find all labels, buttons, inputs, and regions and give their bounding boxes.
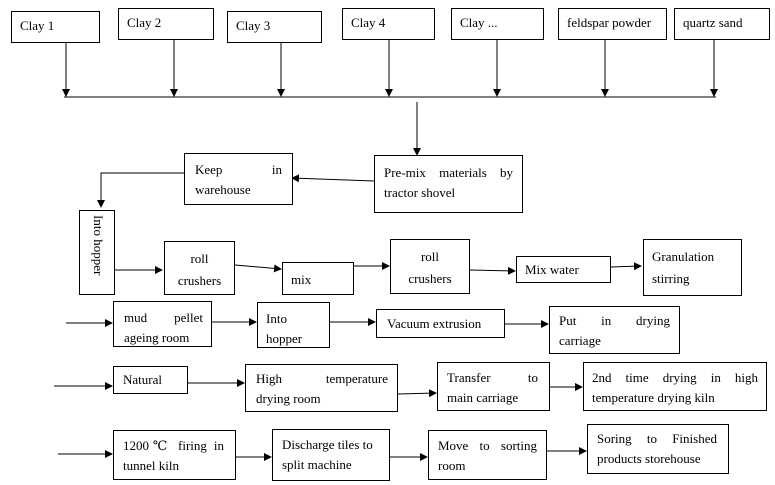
arrow-to-mix xyxy=(234,264,282,273)
step-vacuum-extrusion: Vacuum extrusion xyxy=(376,309,505,338)
step-transfer-line2: main carriage xyxy=(447,390,519,405)
step-drying-carriage-line1: Put in drying xyxy=(559,313,670,328)
step-second-drying-line2: temperature drying kiln xyxy=(592,390,715,405)
step-roll-crushers-2-line2: crushers xyxy=(408,271,452,286)
step-vacuum-extrusion-label: Vacuum extrusion xyxy=(387,316,482,331)
arrow-to-mixwater xyxy=(469,266,516,275)
step-mud-pellet-line1: mud pellet xyxy=(124,310,203,325)
arrow-to-warehouse xyxy=(291,174,375,183)
step-storehouse-line2: products storehouse xyxy=(597,451,701,466)
input-clay-2-label: Clay 2 xyxy=(127,15,162,30)
step-roll-crushers-1-line1: roll xyxy=(190,251,209,266)
input-quartz-sand-label: quartz sand xyxy=(683,15,743,30)
step-granulation-line1: Granulation xyxy=(652,249,715,264)
step-storehouse-line1: Soring to Finished xyxy=(597,431,717,446)
arrow-to-transfer xyxy=(397,389,437,398)
step-roll-crushers-1-line2: crushers xyxy=(177,273,222,288)
step-roll-crushers-2-line1: roll xyxy=(420,249,440,264)
input-clay-1: Clay 1 xyxy=(11,11,100,43)
step-drying-carriage: Put in drying carriage xyxy=(549,306,680,354)
input-feldspar-powder: feldspar powder xyxy=(558,8,667,40)
step-discharge-line1: Discharge tiles to xyxy=(282,437,373,452)
input-clay-more-label: Clay ... xyxy=(460,15,498,30)
step-sorting-line2: room xyxy=(438,458,466,473)
step-into-hopper-2-line2: hopper xyxy=(266,331,303,346)
step-mix-water-label: Mix water xyxy=(525,262,579,277)
step-high-temp-drying: High temperature drying room xyxy=(245,364,398,412)
arrow-to-hopper xyxy=(97,172,184,208)
step-mix-label: mix xyxy=(291,272,312,287)
step-mud-pellet: mud pellet ageing room xyxy=(113,301,212,347)
step-discharge-line2: split machine xyxy=(282,457,352,472)
input-clay-more: Clay ... xyxy=(451,8,544,40)
step-into-hopper-label: Into hopper xyxy=(91,215,106,276)
arrow-to-granulation xyxy=(610,262,642,271)
step-premix-line1: Pre-mix materials by xyxy=(384,165,513,180)
input-clay-3: Clay 3 xyxy=(227,11,322,43)
step-roll-crushers-1: roll crushers xyxy=(164,241,235,295)
step-roll-crushers-2: roll crushers xyxy=(390,239,470,294)
step-natural-dry-label: Natural dry xyxy=(123,372,162,393)
step-warehouse: Keep in warehouse xyxy=(184,153,293,205)
step-second-drying: 2nd time drying in high temperature dryi… xyxy=(583,362,767,411)
input-clay-2: Clay 2 xyxy=(118,8,214,40)
step-firing-line1: 1200℃ firing in xyxy=(123,438,224,453)
step-into-hopper-2-line1: Into xyxy=(266,311,287,326)
step-high-temp-drying-line2: drying room xyxy=(256,391,321,406)
step-sorting-line1: Move to sorting xyxy=(438,438,537,453)
input-quartz-sand: quartz sand xyxy=(674,8,770,40)
step-storehouse: Soring to Finished products storehouse xyxy=(587,424,729,474)
input-clay-1-label: Clay 1 xyxy=(20,18,55,33)
step-mix-water: Mix water xyxy=(516,256,611,283)
step-premix-line2: tractor shovel xyxy=(384,185,456,200)
step-premix: Pre-mix materials by tractor shovel xyxy=(374,155,523,213)
step-natural-dry: Natural dry xyxy=(113,366,188,394)
step-firing-line2: tunnel kiln xyxy=(123,458,179,473)
step-granulation-line2: stirring xyxy=(652,271,690,286)
step-sorting: Move to sorting room xyxy=(428,430,547,480)
step-into-hopper-2: Into hopper xyxy=(257,302,330,348)
step-warehouse-line1: Keep in xyxy=(195,162,282,177)
step-high-temp-drying-line1: High temperature xyxy=(256,371,388,386)
input-feldspar-powder-label: feldspar powder xyxy=(567,15,652,30)
step-granulation: Granulation stirring xyxy=(643,239,742,296)
step-firing: 1200℃ firing in tunnel kiln xyxy=(113,430,236,480)
step-warehouse-line2: warehouse xyxy=(195,182,251,197)
input-clay-3-label: Clay 3 xyxy=(236,18,271,33)
step-mix: mix xyxy=(282,262,354,295)
step-discharge: Discharge tiles to split machine xyxy=(272,429,390,481)
step-second-drying-line1: 2nd time drying in high xyxy=(592,370,758,385)
step-mud-pellet-line2: ageing room xyxy=(124,330,190,345)
step-transfer: Transfer to main carriage xyxy=(437,362,550,411)
step-into-hopper: Into hopper xyxy=(79,210,115,295)
input-clay-4: Clay 4 xyxy=(342,8,435,40)
step-drying-carriage-line2: carriage xyxy=(559,333,601,348)
input-clay-4-label: Clay 4 xyxy=(351,15,386,30)
step-transfer-line1: Transfer to xyxy=(447,370,538,385)
